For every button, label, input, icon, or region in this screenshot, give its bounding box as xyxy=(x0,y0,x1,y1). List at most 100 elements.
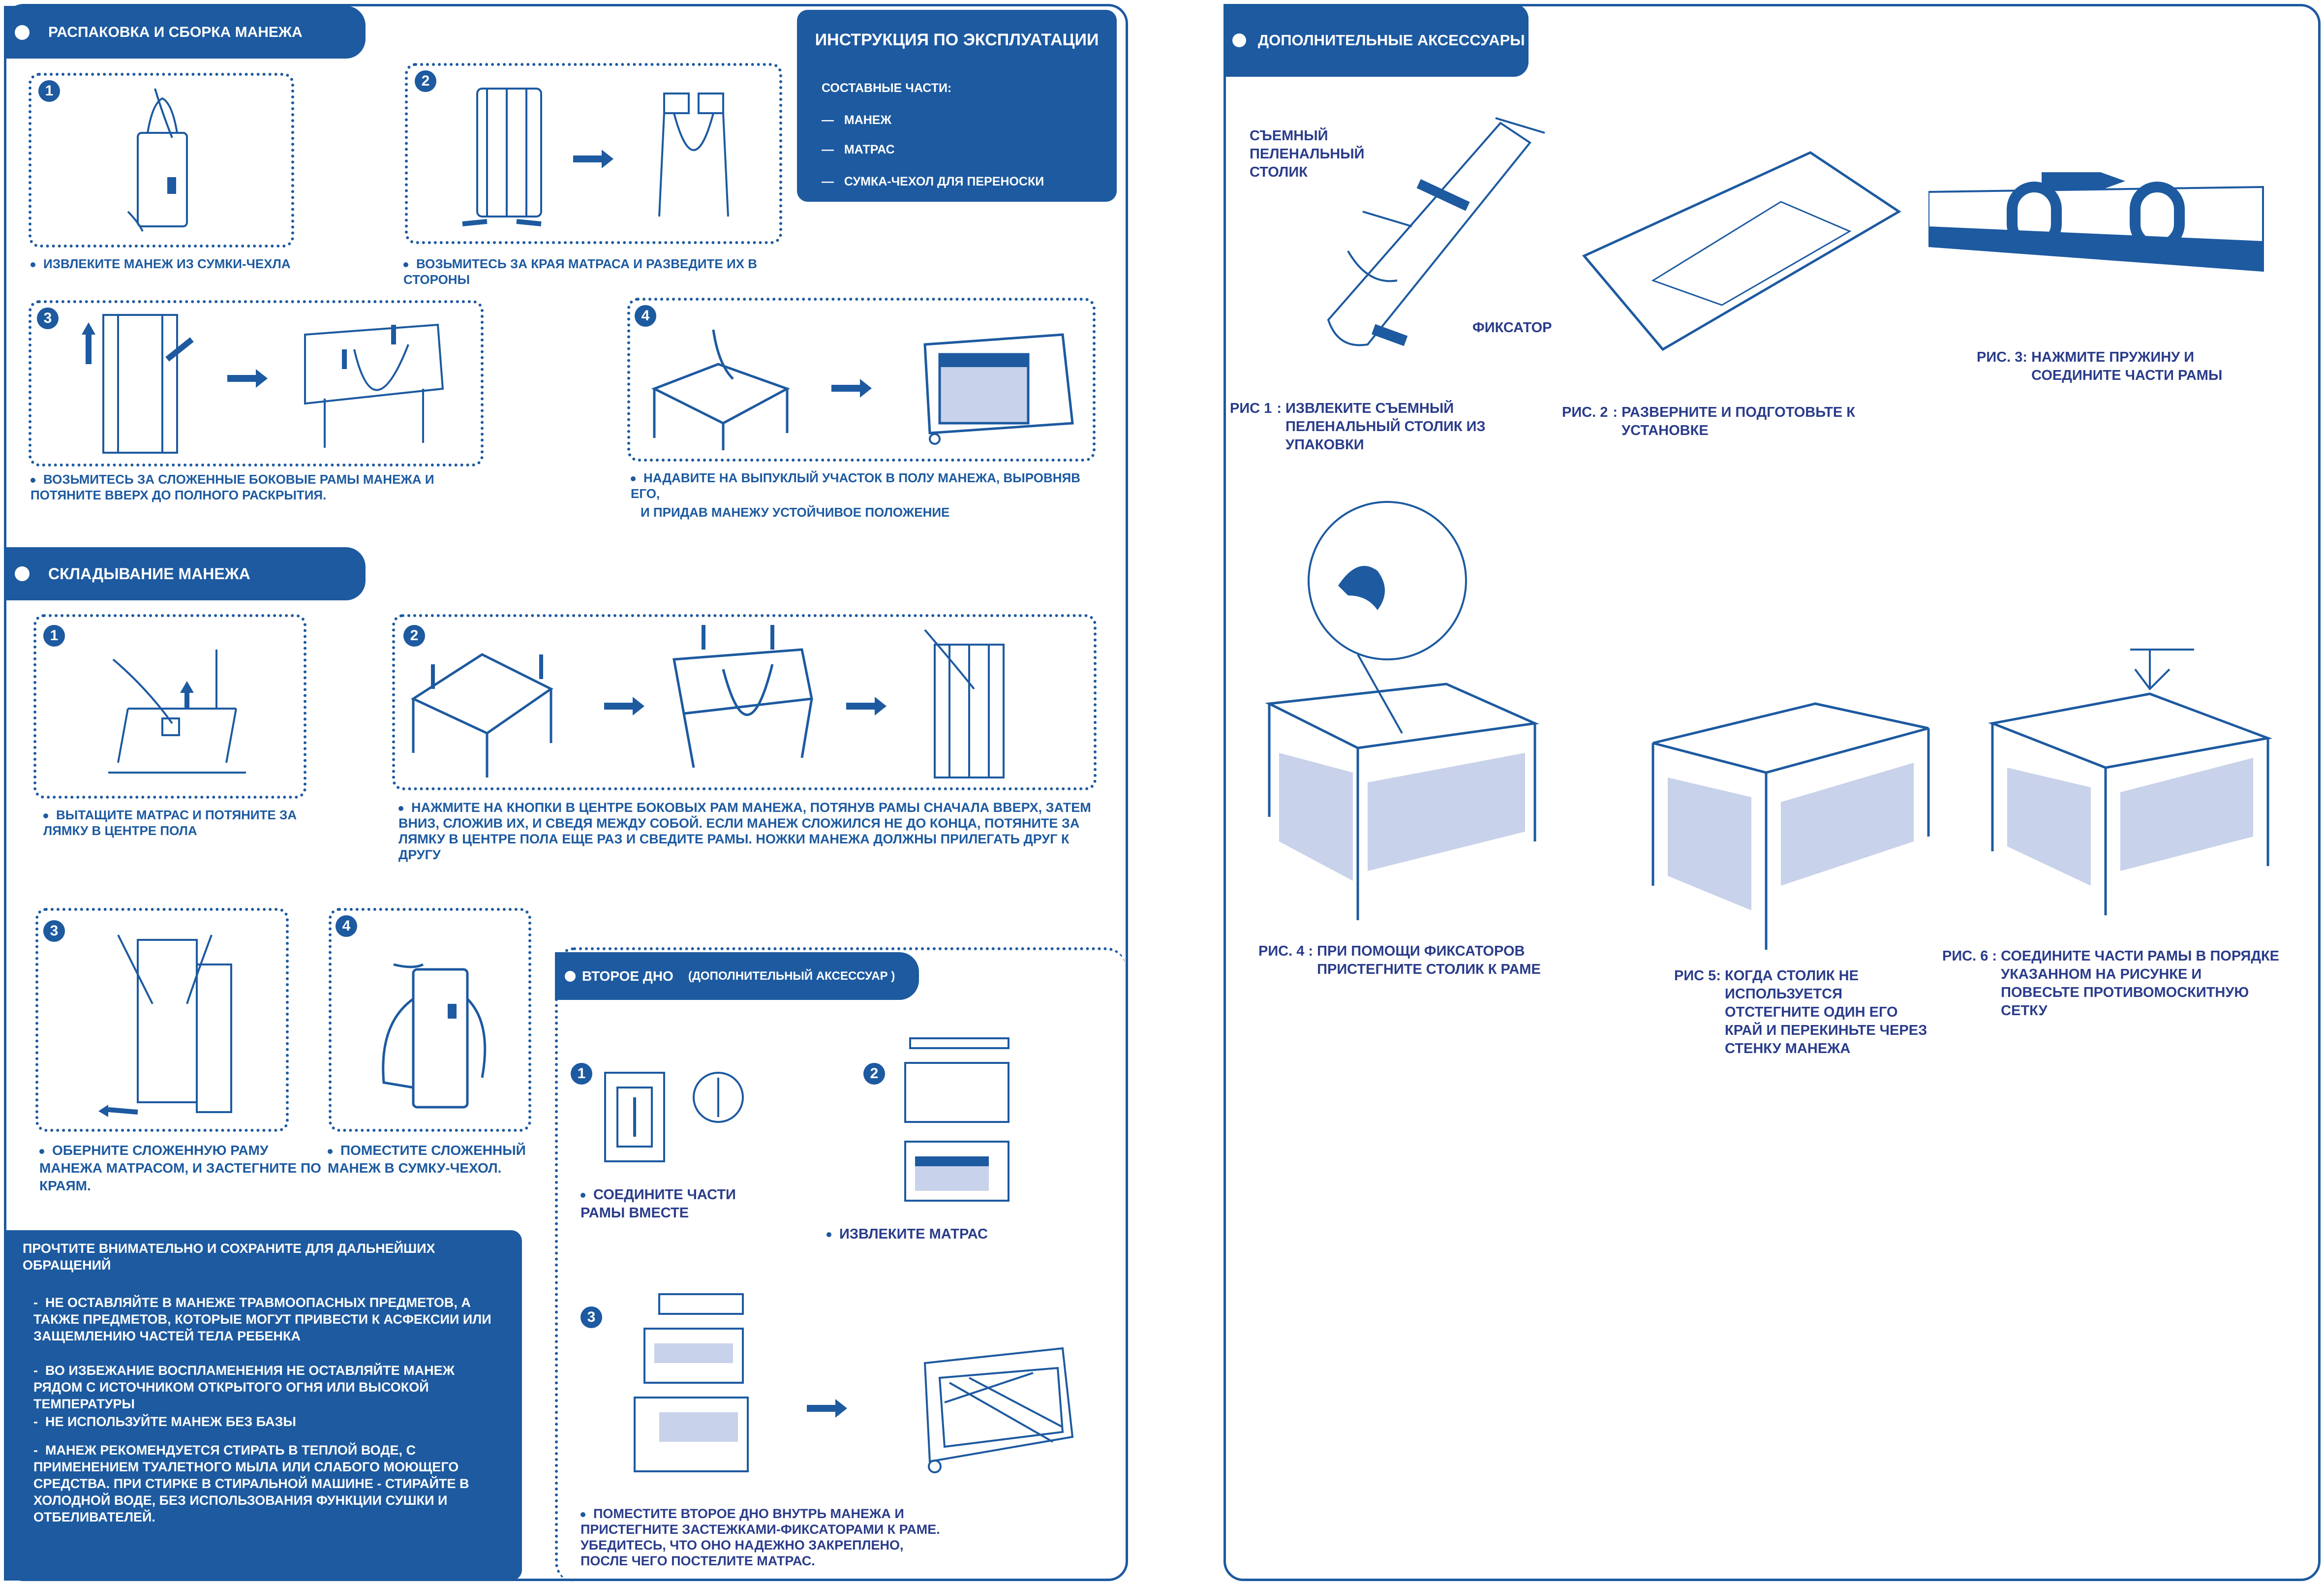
bullet-dot-icon xyxy=(31,262,35,268)
bullet-dot-icon xyxy=(403,262,408,268)
arrow-right-icon xyxy=(604,697,644,715)
fig-6-caption: РИС. 6 : СОЕДИНИТЕ ЧАСТИ РАМЫ В ПОРЯДКЕ … xyxy=(1942,947,2282,1020)
arrow-right-icon xyxy=(227,369,268,388)
part-item: — СУМКА-ЧЕХОЛ ДЛЯ ПЕРЕНОСКИ xyxy=(822,175,1044,188)
bullet-dot-icon xyxy=(15,25,30,40)
step-number: 2 xyxy=(415,70,436,92)
bullet-dot-icon xyxy=(826,1232,831,1238)
remove-mattress-illustration-icon xyxy=(890,1033,1023,1211)
fold-step-2-box xyxy=(392,614,1097,790)
step-number: 4 xyxy=(635,305,656,327)
bullet-dot-icon xyxy=(581,1512,585,1517)
arrow-right-icon xyxy=(807,1399,847,1418)
unpack-step-2-box xyxy=(405,63,782,244)
bullet-dot-icon xyxy=(15,566,30,581)
warning-item: - МАНЕЖ РЕКОМЕНДУЕТСЯ СТИРАТЬ В ТЕПЛОЙ В… xyxy=(33,1443,469,1524)
changing-table-pack-illustration-icon xyxy=(1299,113,1574,369)
mosquito-net-illustration-icon xyxy=(1988,640,2273,915)
section-header-fold: СКЛАДЫВАНИЕ МАНЕЖА xyxy=(4,547,366,600)
step-number: 4 xyxy=(336,915,357,937)
bullet-dot-icon xyxy=(398,806,403,811)
step-number: 3 xyxy=(37,308,59,329)
fig-text: КОГДА СТОЛИК НЕ ИСПОЛЬЗУЕТСЯ ОТСТЕГНИТЕ … xyxy=(1725,968,1927,1057)
bullet-dot-icon xyxy=(581,1193,585,1198)
second-bottom-title: ВТОРОЕ ДНО xyxy=(582,968,673,984)
accessories-header: ДОПОЛНИТЕЛЬНЫЕ АКСЕССУАРЫ xyxy=(1223,4,1529,77)
fig-1-caption: РИС 1: ИЗВЛЕКИТЕ СЪЕМНЫЙ ПЕЛЕНАЛЬНЫЙ СТО… xyxy=(1230,400,1505,454)
second-bottom-step-2-caption: ИЗВЛЕКИТЕ МАТРАС xyxy=(826,1225,1023,1243)
bullet-dot-icon xyxy=(39,1149,44,1154)
step-number: 2 xyxy=(863,1063,885,1085)
warnings-title: ПРОЧТИТЕ ВНИМАТЕЛЬНО И СОХРАНИТЕ ДЛЯ ДАЛ… xyxy=(23,1241,435,1273)
warning-item: - НЕ ИСПОЛЬЗУЙТЕ МАНЕЖ БЕЗ БАЗЫ xyxy=(33,1414,296,1429)
parts-label: СОСТАВНЫЕ ЧАСТИ: xyxy=(822,81,952,95)
bullet-dot-icon xyxy=(328,1149,333,1154)
frame-buttons-illustration-icon xyxy=(403,635,561,782)
attach-table-illustration-icon xyxy=(1259,497,1545,920)
pressing-floor-illustration-icon xyxy=(644,310,797,453)
fig-3-caption: РИС. 3: НАЖМИТЕ ПРУЖИНУ И СОЕДИНИТЕ ЧАСТ… xyxy=(1977,348,2252,385)
folded-frame-illustration-icon xyxy=(915,625,1023,782)
fold-step-1-caption: ВЫТАЩИТЕ МАТРАС И ПОТЯНИТЕ ЗА ЛЯМКУ В ЦЕ… xyxy=(43,808,297,838)
unpack-step-4-caption: НАДАВИТЕ НА ВЫПУКЛЫЙ УЧАСТОК В ПОЛУ МАНЕ… xyxy=(631,470,1103,520)
fig-label: РИС. 6 xyxy=(1942,948,1988,964)
part-item: — МАНЕЖ xyxy=(822,113,892,127)
bag-illustration-icon xyxy=(108,84,216,241)
instructions-box: ИНСТРУКЦИЯ ПО ЭКСПЛУАТАЦИИ СОСТАВНЫЕ ЧАС… xyxy=(797,10,1117,202)
bullet-dot-icon xyxy=(1232,33,1246,47)
insert-second-bottom-illustration-icon xyxy=(625,1284,772,1481)
second-bottom-step-1-caption: СОЕДИНИТЕ ЧАСТИ РАМЫ ВМЕСТЕ xyxy=(581,1187,736,1221)
fig-5-caption: РИС 5: КОГДА СТОЛИК НЕ ИСПОЛЬЗУЕТСЯ ОТСТ… xyxy=(1674,967,1930,1058)
fold-step-3-caption: ОБЕРНИТЕ СЛОЖЕННУЮ РАМУ МАНЕЖА МАТРАСОМ,… xyxy=(39,1143,321,1193)
fig-label: РИС. 3 xyxy=(1977,349,2023,365)
step-number: 1 xyxy=(571,1063,592,1085)
caption-line: НАДАВИТЕ НА ВЫПУКЛЫЙ УЧАСТОК В ПОЛУ МАНЕ… xyxy=(631,470,1080,501)
spring-connect-illustration-icon xyxy=(1927,153,2268,340)
unpack-step-2-caption: ВОЗЬМИТЕСЬ ЗА КРАЯ МАТРАСА И РАЗВЕДИТЕ И… xyxy=(403,256,758,287)
wrap-mattress-illustration-icon xyxy=(89,925,246,1122)
section-title: СКЛАДЫВАНИЕ МАНЕЖА xyxy=(48,564,250,583)
assembled-playpen-illustration-icon xyxy=(920,325,1077,448)
bag-with-playpen-illustration-icon xyxy=(364,960,492,1117)
open-frame-illustration-icon xyxy=(644,89,743,231)
bullet-dot-icon xyxy=(31,478,35,483)
part-item: — МАТРАС xyxy=(822,143,895,156)
right-panel xyxy=(1223,4,2321,1581)
lifting-frame-illustration-icon xyxy=(69,300,216,458)
pull-strap-illustration-icon xyxy=(98,640,251,777)
unpack-step-1-caption: ИЗВЛЕКИТЕ МАНЕЖ ИЗ СУМКИ-ЧЕХЛА xyxy=(31,256,306,272)
fold-step-1-box xyxy=(33,614,306,799)
warning-item: - НЕ ОСТАВЛЯЙТЕ В МАНЕЖЕ ТРАВМООПАСНЫХ П… xyxy=(33,1295,491,1343)
fold-step-4-box xyxy=(329,908,531,1132)
warnings-box: ПРОЧТИТЕ ВНИМАТЕЛЬНО И СОХРАНИТЕ ДЛЯ ДАЛ… xyxy=(4,1230,522,1581)
caption-line: И ПРИДАВ МАНЕЖУ УСТОЙЧИВОЕ ПОЛОЖЕНИЕ xyxy=(641,505,950,520)
fig-label: РИС 1 xyxy=(1230,401,1272,416)
fig-label: РИС. 4 xyxy=(1258,943,1305,959)
fig-4-caption: РИС. 4 : ПРИ ПОМОЩИ ФИКСАТОРОВ ПРИСТЕГНИ… xyxy=(1258,942,1563,979)
instructions-title: ИНСТРУКЦИЯ ПО ЭКСПЛУАТАЦИИ xyxy=(815,31,1099,49)
section-header-unpack: РАСПАКОВКА И СБОРКА МАНЕЖА xyxy=(4,6,366,59)
folding-frame-illustration-icon xyxy=(664,620,822,782)
fig-text: СОЕДИНИТЕ ЧАСТИ РАМЫ В ПОРЯДКЕ УКАЗАННОМ… xyxy=(2001,948,2280,1019)
fig-label: РИС 5 xyxy=(1674,968,1716,984)
arrow-right-icon xyxy=(846,697,887,715)
unpack-step-3-box xyxy=(29,300,484,466)
fig-text: НАЖМИТЕ ПРУЖИНУ И СОЕДИНИТЕ ЧАСТИ РАМЫ xyxy=(2031,349,2223,383)
fold-step-4-caption: ПОМЕСТИТЕ СЛОЖЕННЫЙ МАНЕЖ В СУМКУ-ЧЕХОЛ. xyxy=(328,1143,526,1176)
frame-parts-illustration-icon xyxy=(595,1058,758,1171)
step-number: 3 xyxy=(43,920,65,942)
fig-label: РИС. 2 xyxy=(1562,404,1608,420)
warning-item: - ВО ИЗБЕЖАНИЕ ВОСПЛАМЕНЕНИЯ НЕ ОСТАВЛЯЙ… xyxy=(33,1363,455,1411)
second-bottom-subtitle: (ДОПОЛНИТЕЛЬНЫЙ АКСЕССУАР ) xyxy=(688,969,895,983)
unpack-step-3-caption: ВОЗЬМИТЕСЬ ЗА СЛОЖЕННЫЕ БОКОВЫЕ РАМЫ МАН… xyxy=(31,472,434,502)
step-number: 2 xyxy=(403,625,425,647)
bullet-dot-icon xyxy=(43,813,48,819)
bullet-dot-icon xyxy=(565,970,576,982)
fig-text: ПРИ ПОМОЩИ ФИКСАТОРОВ ПРИСТЕГНИТЕ СТОЛИК… xyxy=(1317,943,1541,977)
folded-table-illustration-icon xyxy=(1648,699,1933,955)
changing-table-label: СЪЕМНЫЙ ПЕЛЕНАЛЬНЫЙ СТОЛИК xyxy=(1250,128,1365,180)
step-number: 1 xyxy=(38,80,60,102)
fig-text: РАЗВЕРНИТЕ И ПОДГОТОВЬТЕ К УСТАНОВКЕ xyxy=(1621,404,1855,438)
second-bottom-header: ВТОРОЕ ДНО (ДОПОЛНИТЕЛЬНЫЙ АКСЕССУАР ) xyxy=(555,952,919,1000)
unpack-step-1-box xyxy=(29,73,294,248)
